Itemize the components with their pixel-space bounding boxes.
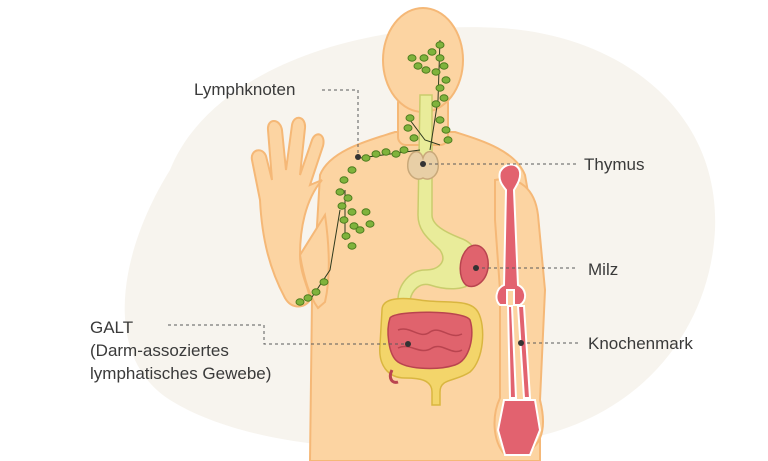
lymph-node — [399, 146, 409, 154]
lymph-vessels — [309, 39, 441, 301]
lymph-node — [347, 242, 357, 250]
lymph-node — [361, 154, 371, 162]
lymph-node — [435, 54, 445, 62]
lymph-node — [339, 216, 349, 224]
lymph-node — [405, 114, 415, 122]
lymph-node — [347, 166, 357, 174]
lymph-node — [371, 150, 381, 158]
lymph-node — [361, 208, 371, 216]
digestive-tract — [397, 94, 480, 301]
lymph-nodes — [295, 41, 453, 306]
label-galt-line3: lymphatisches Gewebe) — [90, 364, 272, 383]
colon — [379, 297, 484, 406]
dot-thymus — [420, 161, 426, 167]
bone-marrow — [495, 163, 542, 456]
lymph-node — [347, 208, 357, 216]
lymph-node — [381, 148, 391, 156]
lymph-node — [435, 41, 445, 49]
label-knochenmark: Knochenmark — [588, 334, 693, 353]
lymph-node — [365, 220, 375, 228]
lymph-node — [355, 226, 365, 234]
lymph-node — [419, 54, 429, 62]
lymph-node — [421, 66, 431, 74]
lymph-node — [409, 134, 419, 142]
leader-lymphknoten — [322, 89, 359, 157]
label-galt-line2: (Darm-assoziertes — [90, 341, 229, 360]
label-galt-line1: GALT — [90, 318, 134, 337]
lymph-node — [431, 68, 441, 76]
lymph-node — [431, 100, 441, 108]
dot-milz — [473, 265, 479, 271]
lymph-node — [443, 136, 453, 144]
label-milz: Milz — [588, 260, 619, 279]
leader-dots — [355, 154, 524, 347]
lymph-node — [439, 94, 449, 102]
label-galt: GALT (Darm-assoziertes lymphatisches Gew… — [90, 316, 271, 385]
lymph-node — [403, 124, 413, 132]
dot-galt — [405, 341, 411, 347]
lymph-node — [435, 116, 445, 124]
dot-knochenmark — [518, 340, 524, 346]
lymph-node — [441, 76, 451, 84]
lymph-node — [295, 298, 305, 306]
lymph-node — [319, 278, 329, 286]
lymph-node — [427, 48, 437, 56]
lymph-node — [341, 232, 351, 240]
lymph-node — [303, 294, 313, 302]
label-lymphknoten: Lymphknoten — [194, 80, 296, 99]
lymph-node — [343, 194, 353, 202]
lymph-node — [413, 62, 423, 70]
lymph-node — [337, 202, 347, 210]
lymph-node — [349, 222, 359, 230]
label-thymus: Thymus — [584, 155, 645, 174]
lymph-node — [435, 84, 445, 92]
lymph-node — [439, 62, 449, 70]
lymph-node — [441, 126, 451, 134]
lymph-node — [407, 54, 417, 62]
dot-lymphknoten — [355, 154, 361, 160]
lymph-node — [339, 176, 349, 184]
lymph-node — [311, 288, 321, 296]
leader-lines — [168, 89, 578, 345]
lymph-node — [391, 150, 401, 158]
lymph-node — [335, 188, 345, 196]
leader-galt — [168, 324, 408, 345]
